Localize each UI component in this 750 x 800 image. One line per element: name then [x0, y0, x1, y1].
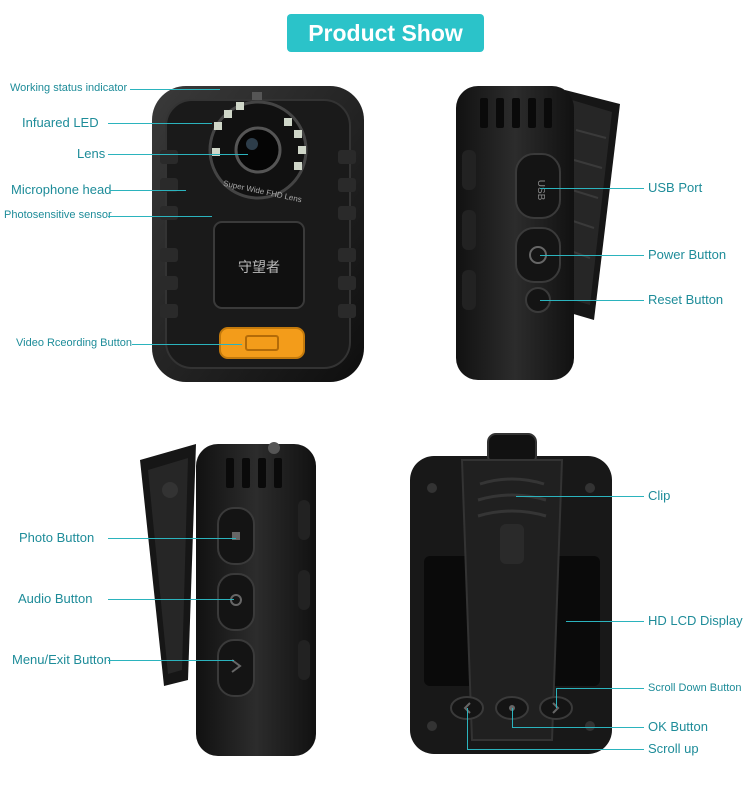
side-camera-left [140, 442, 316, 756]
leader-scroll-up [467, 749, 644, 750]
label-ok-button: OK Button [648, 719, 708, 734]
leader-scroll-down [556, 688, 644, 689]
label-lcd-display: HD LCD Display [648, 613, 743, 628]
label-scroll-up: Scroll up [648, 741, 699, 756]
leader-lens [108, 154, 248, 155]
leader-menu [108, 660, 234, 661]
leader-scroll-down-v [556, 688, 557, 708]
leader-audio [108, 599, 234, 600]
leader-ok-v [512, 708, 513, 728]
leader-photosensor [108, 216, 212, 217]
label-reset-button: Reset Button [648, 292, 724, 307]
label-clip: Clip [648, 488, 671, 503]
leader-usb [540, 188, 644, 189]
label-scroll-down: Scroll Down Button [648, 682, 742, 694]
label-infrared-led: Infuared LED [22, 115, 99, 130]
label-lens: Lens [77, 146, 106, 161]
leader-microphone [110, 190, 186, 191]
usb-mark: USB [535, 180, 546, 201]
leader-reset [540, 300, 644, 301]
label-power-button: Power Button [648, 247, 727, 262]
leader-working-status [130, 89, 220, 90]
leader-power [540, 255, 644, 256]
label-video-button: Video Rceording Button [16, 337, 132, 349]
label-microphone: Microphone head [11, 182, 112, 197]
leader-infrared-led [108, 123, 212, 124]
page-title-banner: Product Show [287, 14, 484, 52]
label-photo-button: Photo Button [19, 530, 95, 545]
leader-lcd [566, 621, 644, 622]
leader-scroll-up-v [467, 708, 468, 749]
leader-photo [108, 538, 236, 539]
label-usb-port: USB Port [648, 180, 703, 195]
label-working-status: Working status indicator [10, 82, 128, 94]
side-camera-right: USB [456, 86, 620, 380]
back-camera [410, 433, 612, 754]
front-camera: Super Wide FHD Lens 守望者 [152, 86, 364, 382]
leader-clip [516, 496, 644, 497]
label-menu-button: Menu/Exit Button [12, 652, 111, 667]
leader-ok [512, 727, 644, 728]
label-photosensor: Photosensitive sensor [4, 209, 112, 221]
leader-video-button [132, 344, 242, 345]
label-audio-button: Audio Button [18, 591, 93, 606]
brand-logo: 守望者 [238, 260, 280, 276]
